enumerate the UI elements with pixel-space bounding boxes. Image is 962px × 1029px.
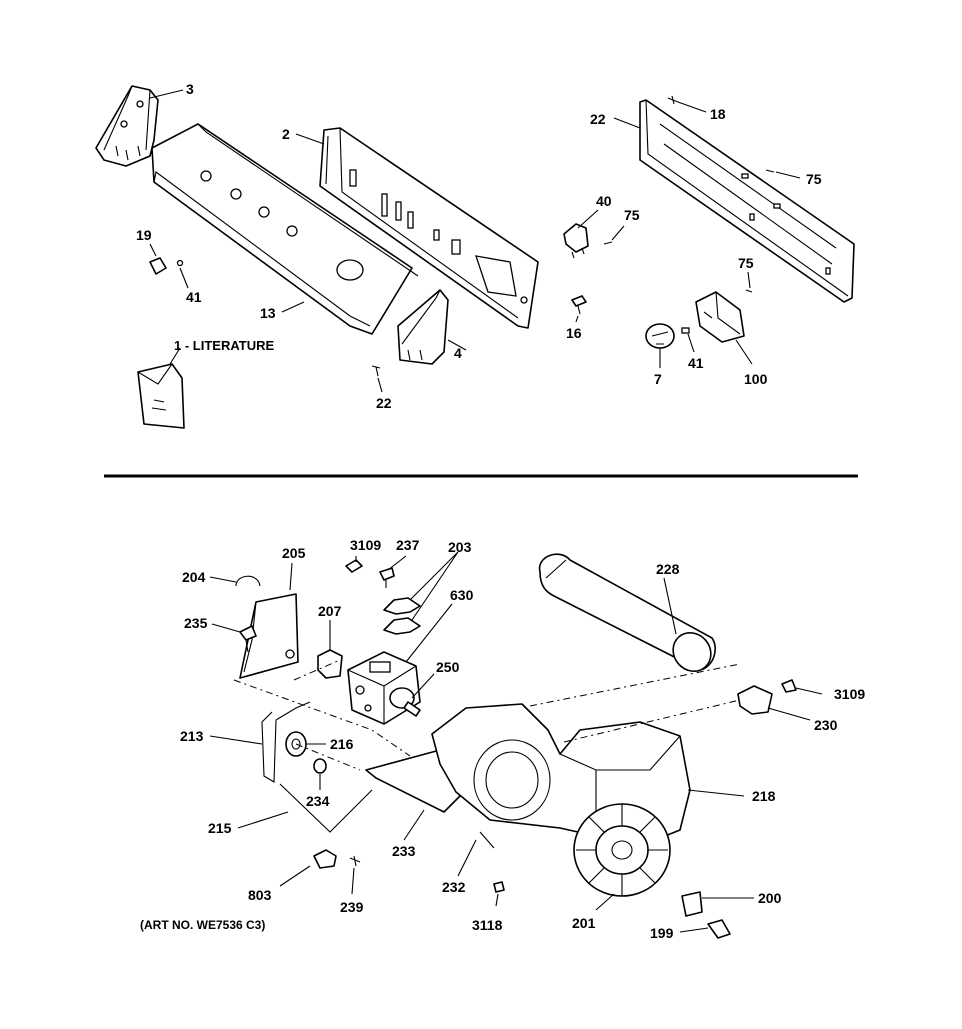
callout-3109-b: 3109 <box>834 686 865 702</box>
part-3-end-cap <box>95 85 159 167</box>
part-803-switch <box>313 849 337 869</box>
part-235-screw <box>239 625 257 653</box>
callout-22-b: 22 <box>590 111 606 127</box>
assembly-guide-lines <box>233 659 741 771</box>
part-41-spring <box>681 327 690 334</box>
callout-237: 237 <box>396 537 420 553</box>
callout-216: 216 <box>330 736 354 752</box>
part-215-spring-rod <box>279 783 373 833</box>
callout-201: 201 <box>572 915 596 931</box>
callout-22-a: 22 <box>376 395 392 411</box>
callout-803: 803 <box>248 887 272 903</box>
part-250-motor-shaft <box>389 687 421 717</box>
callout-213: 213 <box>180 728 204 744</box>
leader-lines <box>149 89 823 933</box>
callout-218: 218 <box>752 788 776 804</box>
part-3109-screw-b <box>781 679 797 693</box>
callout-41-a: 41 <box>186 289 202 305</box>
callout-4: 4 <box>454 345 462 361</box>
callout-40: 40 <box>596 193 612 209</box>
callout-203: 203 <box>448 539 472 555</box>
part-234-nut <box>313 758 327 774</box>
part-200-bracket <box>681 891 703 917</box>
part-19-knob-clip <box>149 257 167 275</box>
art-number: (ART NO. WE7536 C3) <box>140 918 265 932</box>
callout-233: 233 <box>392 843 416 859</box>
part-3109-screw-a <box>345 559 363 573</box>
part-22-screw-a <box>371 365 381 377</box>
callout-630: 630 <box>450 587 474 603</box>
part-204-clip <box>235 575 261 587</box>
callout-41-b: 41 <box>688 355 704 371</box>
callout-250: 250 <box>436 659 460 675</box>
part-213-idler-arm <box>261 701 311 783</box>
part-100-timer <box>695 291 745 343</box>
part-230-thermistor <box>737 685 773 715</box>
callout-13: 13 <box>260 305 276 321</box>
callout-3: 3 <box>186 81 194 97</box>
part-232-screw <box>479 831 495 849</box>
part-18-screw <box>667 95 679 105</box>
part-40-switch <box>563 223 589 259</box>
callout-215: 215 <box>208 820 232 836</box>
callout-19: 19 <box>136 227 152 243</box>
callout-230: 230 <box>814 717 838 733</box>
part-237-screw <box>379 567 395 588</box>
callout-234: 234 <box>306 793 330 809</box>
part-4-end-cap <box>397 289 449 365</box>
callout-228: 228 <box>656 561 680 577</box>
callout-100: 100 <box>744 371 768 387</box>
part-3118-screw <box>493 881 505 893</box>
callout-235: 235 <box>184 615 208 631</box>
callout-205: 205 <box>282 545 306 561</box>
part-228-exhaust-duct <box>538 553 716 672</box>
callout-75-a: 75 <box>806 171 822 187</box>
part-199-sensor <box>707 919 731 939</box>
callout-3109-a: 3109 <box>350 537 381 553</box>
callout-16: 16 <box>566 325 582 341</box>
part-201-blower-wheel <box>573 803 671 897</box>
part-22-back-panel <box>639 99 855 303</box>
part-203-clamps <box>383 597 421 635</box>
callout-labels: 3 2 19 41 13 4 22 1 - LITERATURE 18 22 7… <box>136 81 865 941</box>
part-2-control-mount <box>319 127 539 329</box>
callout-232: 232 <box>442 879 466 895</box>
part-239-screw <box>349 855 361 867</box>
part-7-knob <box>645 323 675 349</box>
callout-3118: 3118 <box>472 917 503 933</box>
part-75-screw-c <box>745 289 753 293</box>
callout-2: 2 <box>282 126 290 142</box>
callout-literature: 1 - LITERATURE <box>174 338 274 353</box>
callout-200: 200 <box>758 890 782 906</box>
callout-7: 7 <box>654 371 662 387</box>
callout-199: 199 <box>650 925 674 941</box>
part-1-literature <box>137 363 185 429</box>
callout-18: 18 <box>710 106 726 122</box>
part-75-screw-b <box>603 241 613 245</box>
part-13-console-panel <box>151 123 419 335</box>
callout-207: 207 <box>318 603 342 619</box>
callout-239: 239 <box>340 899 364 915</box>
part-630-motor <box>347 651 421 725</box>
part-16-screw <box>571 295 587 315</box>
callout-75-b: 75 <box>624 207 640 223</box>
callout-204: 204 <box>182 569 206 585</box>
part-41-spring-small <box>176 259 184 267</box>
callout-75-c: 75 <box>738 255 754 271</box>
part-75-screw-a <box>765 169 775 173</box>
